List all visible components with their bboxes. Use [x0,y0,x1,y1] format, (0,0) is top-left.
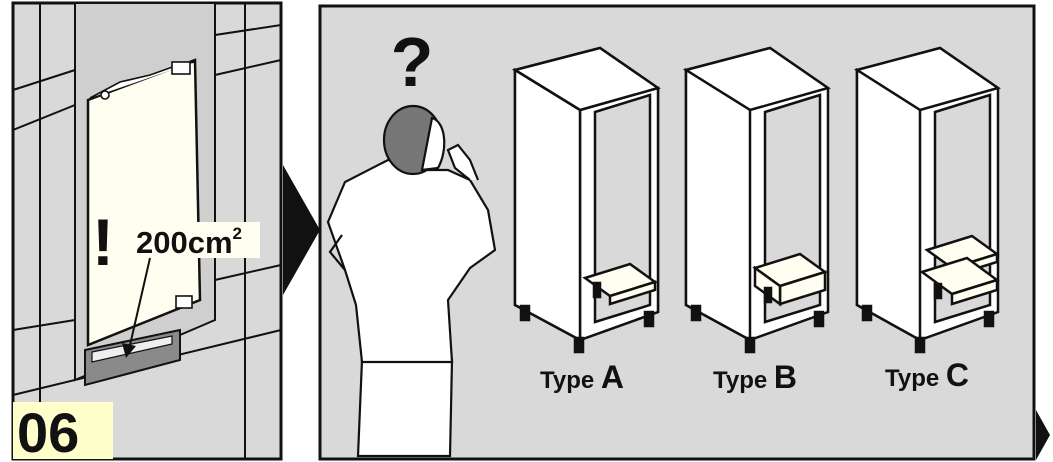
left-panel: ! 200cm2 06 [13,3,281,462]
step-arrow-icon [283,165,320,295]
right-panel: ? [320,6,1034,459]
built-in-fridge [75,3,215,380]
question-mark: ? [391,23,434,101]
cabinet-type-b [686,48,828,352]
next-arrow-icon [1036,410,1050,460]
step-number: 06 [17,401,79,462]
cabinet-type-a [515,48,658,352]
cabinet-type-c [857,48,998,352]
vent-area-value: 200cm2 [136,224,242,260]
warning-mark: ! [92,205,114,279]
